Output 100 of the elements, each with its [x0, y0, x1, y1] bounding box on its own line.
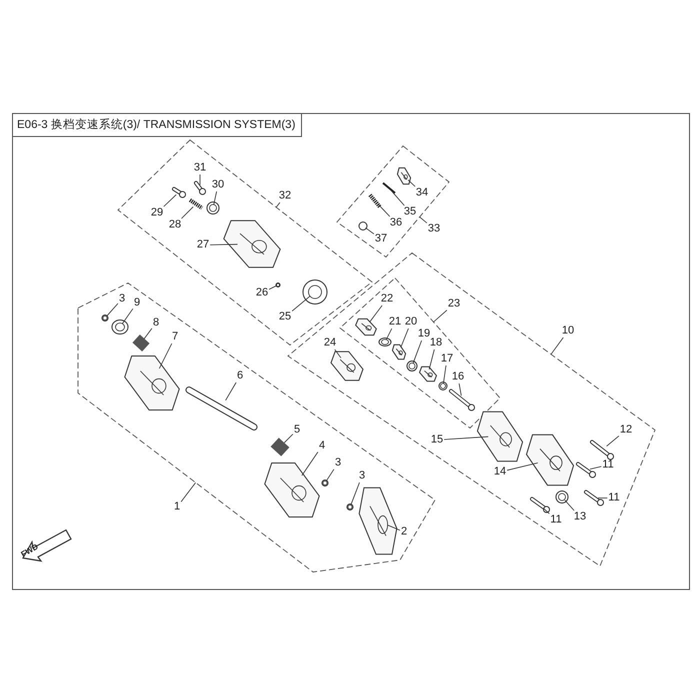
- bolt-drawing: [530, 497, 550, 513]
- leader-line: [144, 328, 152, 340]
- leader-line: [433, 310, 448, 322]
- leader-line: [210, 244, 238, 246]
- callout-number: 3: [358, 470, 366, 482]
- callout-number: 30: [212, 180, 224, 190]
- bolt-drawing: [576, 462, 596, 478]
- callout-number: 2: [400, 526, 408, 538]
- callout-number: 12: [620, 424, 632, 436]
- snap-ring-drawing: [321, 479, 329, 487]
- callout-number: 23: [448, 298, 460, 310]
- washer-drawing: [406, 360, 418, 372]
- snap-ring-drawing: [346, 503, 354, 511]
- leader-line: [350, 482, 360, 506]
- o-ring-drawing: [382, 182, 396, 194]
- leader-line: [444, 436, 489, 440]
- leader-line: [268, 286, 276, 290]
- leader-line: [428, 349, 435, 370]
- callout-number: 6: [236, 370, 244, 382]
- shift-fork-drawing: [263, 460, 321, 520]
- gear-drawing: [392, 344, 406, 360]
- leader-line: [443, 365, 446, 384]
- leader-line: [378, 204, 390, 217]
- callout-number: 9: [134, 298, 140, 308]
- callout-number: 14: [494, 466, 506, 478]
- leader-line: [391, 190, 405, 206]
- gasket-drawing: [476, 408, 524, 464]
- roller-drawing: [268, 436, 292, 458]
- callout-number: 19: [418, 328, 430, 340]
- cover-drawing: [525, 432, 575, 488]
- leader-line: [334, 349, 342, 358]
- bolt-drawing: [449, 389, 475, 411]
- roller-drawing: [130, 333, 152, 353]
- callout-number: 8: [152, 318, 160, 328]
- leader-line: [181, 206, 194, 219]
- callout-number: 28: [168, 220, 182, 230]
- leader-line: [543, 508, 550, 514]
- callout-number: 35: [404, 206, 416, 218]
- leader-line: [550, 337, 564, 355]
- title-banner: E06-3 换档变速系统(3)/ TRANSMISSION SYSTEM(3): [12, 113, 302, 137]
- washer-drawing: [438, 381, 448, 391]
- callout-number: 10: [562, 326, 574, 336]
- pin-drawing: [172, 186, 186, 198]
- ring-drawing: [275, 282, 281, 288]
- gear-shaft-drawing: [330, 350, 364, 382]
- bolt-drawing: [590, 440, 614, 460]
- leader-line: [388, 524, 400, 531]
- leader-line: [163, 194, 177, 207]
- leader-line: [386, 328, 392, 340]
- direction-label: FWD: [20, 542, 40, 559]
- callout-number: 22: [380, 294, 394, 304]
- leader-line: [458, 383, 462, 396]
- callout-number: 4: [318, 440, 326, 452]
- callout-number: 37: [374, 234, 388, 244]
- leader-line: [412, 340, 422, 364]
- leader-line: [158, 343, 172, 369]
- leader-line: [590, 466, 602, 470]
- shift-drum-drawing: [222, 218, 282, 270]
- callout-number: 3: [334, 458, 342, 468]
- callout-number: 13: [574, 512, 586, 522]
- callout-number: 36: [390, 218, 402, 228]
- bolt-drawing: [194, 181, 206, 195]
- callout-number: 3: [118, 294, 126, 304]
- leader-line: [326, 468, 334, 482]
- bearing-drawing: [302, 279, 328, 305]
- spring-drawing: [188, 198, 204, 210]
- ball-drawing: [358, 221, 368, 231]
- callout-number: 15: [430, 434, 444, 446]
- callout-number: 24: [324, 338, 336, 348]
- leader-line: [419, 216, 428, 224]
- leader-line: [302, 452, 318, 476]
- bolt-drawing: [584, 490, 604, 506]
- callout-number: 5: [294, 424, 300, 436]
- shaft-drawing: [184, 386, 258, 430]
- leader-line: [276, 202, 280, 208]
- spring-drawing: [368, 193, 382, 209]
- callout-number: 26: [256, 288, 268, 298]
- callout-number: 29: [150, 208, 164, 218]
- leader-line: [284, 434, 294, 444]
- shift-fork-drawing: [123, 353, 181, 413]
- leader-line: [225, 382, 236, 401]
- leader-line: [564, 500, 574, 511]
- callout-number: 18: [430, 338, 442, 348]
- callout-number: 27: [196, 240, 210, 250]
- cam-plate-drawing: [355, 318, 377, 336]
- callout-number: 7: [172, 332, 178, 342]
- plug-drawing: [397, 167, 411, 185]
- leader-line: [180, 482, 196, 502]
- leader-line: [122, 308, 134, 324]
- callout-number: 11: [608, 492, 620, 504]
- callout-number: 21: [388, 316, 402, 328]
- snap-ring-drawing: [101, 314, 109, 322]
- leader-line: [408, 180, 416, 187]
- callout-number: 25: [278, 312, 292, 322]
- leader-line: [365, 227, 374, 234]
- bushing-drawing: [378, 337, 392, 347]
- washer-drawing: [206, 201, 220, 215]
- part-drawing: [419, 366, 437, 382]
- leader-line: [369, 305, 382, 322]
- callout-number: 11: [602, 460, 614, 470]
